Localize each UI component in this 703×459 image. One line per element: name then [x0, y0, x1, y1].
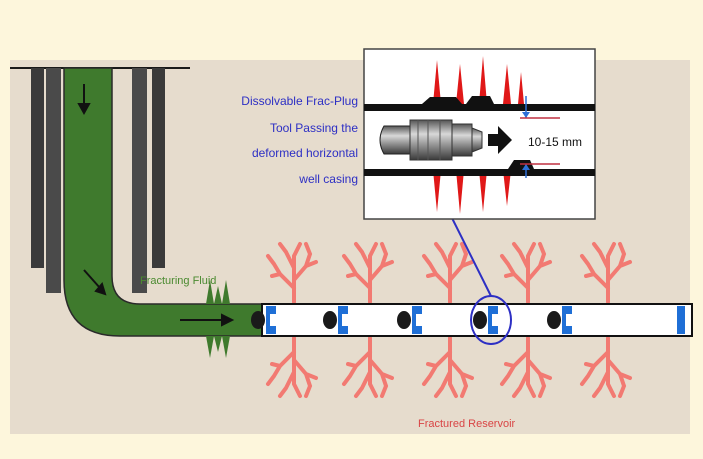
- tool-direction-arrow: [488, 126, 512, 154]
- frac-plug: [473, 306, 498, 334]
- fractured-reservoir-label: Fractured Reservoir: [418, 418, 516, 430]
- callout-line-3: deformed horizontal: [252, 146, 358, 160]
- frac-plug-tool-icon: [379, 119, 483, 161]
- inset-detail: 10-15 mm: [363, 48, 596, 220]
- callout-line-2: Tool Passing the: [270, 121, 358, 135]
- frac-plug: [397, 306, 422, 334]
- callout-connector: [451, 217, 492, 297]
- frac-plug: [323, 306, 348, 334]
- vertical-casing: [31, 68, 165, 293]
- frac-plug: [547, 306, 572, 334]
- gap-measure-label: 10-15 mm: [528, 135, 582, 149]
- down-arrow-icon: [77, 84, 91, 116]
- inset-casing-top: [364, 104, 595, 111]
- callout-text: Dissolvable Frac-Plug Tool Passing the d…: [241, 94, 358, 186]
- fluid-spikes: [206, 280, 230, 358]
- frac-plugs: [251, 306, 572, 334]
- fracturing-fluid-label: Fracturing Fluid: [140, 275, 216, 287]
- inset-casing-bottom: [364, 169, 595, 176]
- casing-end-cap: [677, 306, 685, 334]
- gap-measure-indicator: [520, 96, 560, 178]
- callout-line-1: Dissolvable Frac-Plug: [241, 94, 358, 108]
- callout-line-4: well casing: [298, 172, 358, 186]
- frac-plug: [251, 306, 276, 334]
- red-frac-spikes: [433, 56, 524, 214]
- diagonal-arrow-icon: [83, 269, 107, 296]
- right-arrow-icon: [180, 313, 235, 327]
